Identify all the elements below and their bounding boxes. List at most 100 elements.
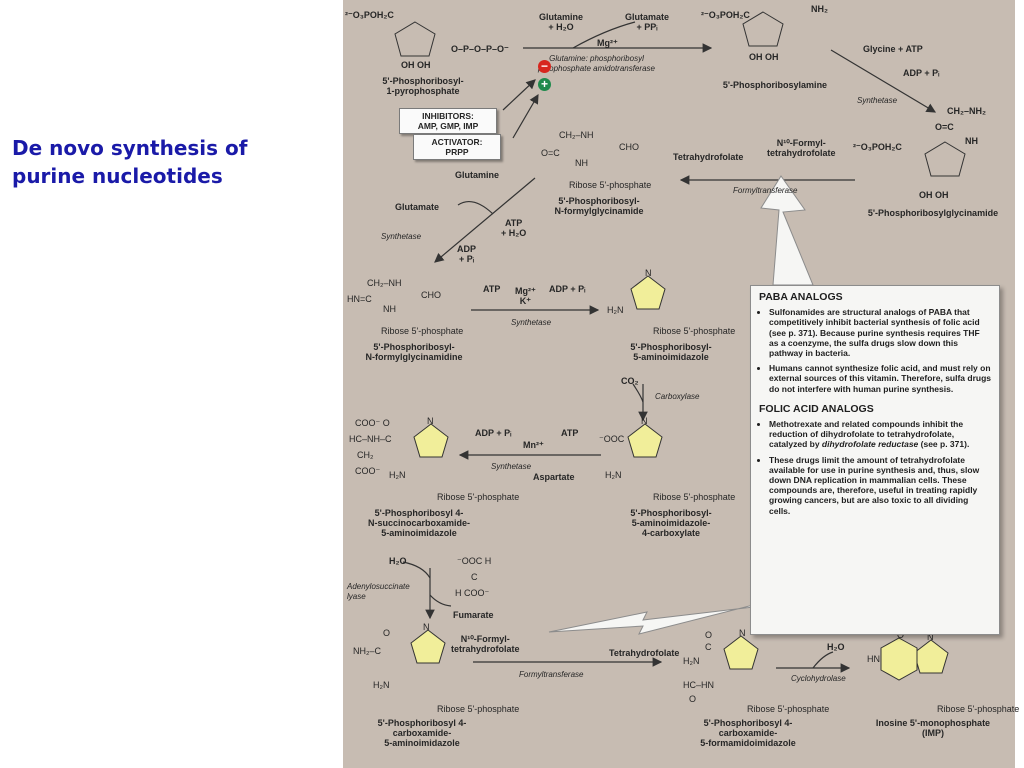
inhibitors-label: INHIBITORS:	[422, 111, 474, 121]
faicar-amide: H₂N	[683, 656, 700, 666]
step3-cofactor-out: Tetrahydrofolate	[673, 152, 744, 162]
fgar-name: 5'-Phosphoribosyl- N-formylglycinamide	[554, 196, 644, 216]
faicar-n: N	[739, 628, 746, 638]
pra-phosphate-group: ²⁻O₃POH₂C	[701, 10, 750, 20]
fgam-group: CH₂–NH	[367, 278, 402, 288]
imp-n: N	[927, 632, 934, 642]
cair-amine: H₂N	[605, 470, 622, 480]
paba-bullet-2: Humans cannot synthesize folic acid, and…	[769, 363, 991, 394]
inhibitors-list: AMP, GMP, IMP	[417, 121, 479, 131]
pathway-figure: ²⁻O₃POH₂C O–P–O–P–O⁻ OH OH 5'-Phosphorib…	[343, 0, 1019, 768]
pra-hydroxyls: OH OH	[749, 52, 779, 62]
step9-enzyme: Formyltransferase	[519, 670, 584, 679]
step2-reactant: Glycine + ATP	[863, 44, 923, 54]
saicar-coo-top: COO⁻ O	[355, 418, 390, 428]
aicar-n: N	[423, 622, 430, 632]
folic-acid-list: Methotrexate and related compounds inhib…	[759, 419, 991, 516]
step4-atp: ATP + H₂O	[501, 218, 527, 238]
step2-products: ADP + Pᵢ	[903, 68, 940, 78]
step1-reactant: Glutamine + H₂O	[539, 12, 584, 32]
gar-hydroxyls: OH OH	[919, 190, 949, 200]
faicar-carbonyl: C	[705, 642, 712, 652]
air-ribose: Ribose 5'-phosphate	[653, 326, 736, 336]
imp-hn: HN	[867, 654, 880, 664]
gar-name: 5'-Phosphoribosylglycinamide	[867, 208, 999, 218]
imp-name: Inosine 5'-monophosphate (IMP)	[875, 718, 991, 738]
fgam-hn: HN=C	[347, 294, 372, 304]
paba-list: Sulfonamides are structural analogs of P…	[759, 307, 991, 394]
imp-ribose: Ribose 5'-phosphate	[937, 704, 1020, 714]
gar-carbonyl: O=C	[935, 122, 954, 132]
step10-enzyme: Cyclohydrolase	[791, 674, 846, 683]
step3-enzyme: Formyltransferase	[733, 186, 798, 195]
step10-product-side: H₂O	[827, 642, 845, 652]
fgar-ribose: Ribose 5'-phosphate	[569, 180, 652, 190]
step4-reactant: Glutamine	[455, 170, 500, 180]
fumarate-mid: C	[471, 572, 478, 582]
fgam-ribose: Ribose 5'-phosphate	[381, 326, 464, 336]
faicar-ribose: Ribose 5'-phosphate	[747, 704, 830, 714]
step5-cofactor: Mg²⁺ K⁺	[515, 286, 536, 306]
saicar-ch2: CH₂	[357, 450, 374, 460]
inhibitors-box: INHIBITORS: AMP, GMP, IMP	[399, 108, 497, 134]
folic-bullet-2: These drugs limit the amount of tetrahyd…	[769, 455, 991, 516]
prpp-phosphate-group: ²⁻O₃POH₂C	[345, 10, 394, 20]
fgar-carbonyl: O=C	[541, 148, 560, 158]
slide-title-line1: De novo synthesis of	[12, 136, 248, 160]
slide-title: De novo synthesis of purine nucleotides	[12, 134, 312, 190]
step5-atp: ATP	[483, 284, 501, 294]
fgar-group: CH₂–NH	[559, 130, 594, 140]
step1-enzyme: Glutamine: phosphoribosyl pyrophosphate …	[538, 54, 655, 73]
step4-enzyme: Synthetase	[381, 232, 422, 241]
step1-cofactor: Mg²⁺	[597, 38, 618, 48]
fgam-cho: CHO	[421, 290, 441, 300]
activator-list: PRPP	[445, 147, 469, 157]
saicar-n: N	[427, 416, 434, 426]
imp-o: O	[897, 630, 905, 640]
fgar-cho: CHO	[619, 142, 639, 152]
cair-name: 5'-Phosphoribosyl- 5-aminoimidazole- 4-c…	[630, 508, 712, 538]
fgar-nh: NH	[575, 158, 588, 168]
drug-analogs-panel: PABA ANALOGS Sulfonamides are structural…	[750, 285, 1000, 635]
saicar-coo-bottom: COO⁻	[355, 466, 381, 476]
pra-name: 5'-Phosphoribosylamine	[722, 80, 828, 90]
step1-product-side: Glutamate + PPᵢ	[625, 12, 670, 32]
step7-products: ADP + Pᵢ	[475, 428, 512, 438]
step5-enzyme: Synthetase	[511, 318, 552, 327]
air-name: 5'-Phosphoribosyl- 5-aminoimidazole	[630, 342, 712, 362]
paba-bullet-1: Sulfonamides are structural analogs of P…	[769, 307, 991, 358]
step7-cofactor: Mn²⁺	[523, 440, 544, 450]
step5-products: ADP + Pᵢ	[549, 284, 586, 294]
prpp-name-line1: 5'-Phosphoribosyl-	[382, 76, 464, 86]
air-n: N	[645, 268, 652, 278]
fgam-name: 5'-Phosphoribosyl- N-formylglycinamidine	[365, 342, 463, 362]
step9-cofactor-in: N¹⁰-Formyl- tetrahydrofolate	[451, 634, 520, 654]
fumarate-bottom: H COO⁻	[455, 588, 490, 598]
aicar-name: 5'-Phosphoribosyl 4- carboxamide- 5-amin…	[377, 718, 467, 748]
step3-cofactor-in: N¹⁰-Formyl- tetrahydrofolate	[767, 138, 836, 158]
inhibitor-minus-icon: −	[538, 60, 551, 73]
step4-product-side: Glutamate	[395, 202, 440, 212]
slide-title-line2: purine nucleotides	[12, 164, 223, 188]
gar-phosphate-group: ²⁻O₃POH₂C	[853, 142, 902, 152]
gar-nh: NH	[965, 136, 978, 146]
paba-heading: PABA ANALOGS	[759, 291, 843, 303]
activator-box: ACTIVATOR: PRPP	[413, 134, 501, 160]
step4-adp: ADP + Pᵢ	[457, 244, 477, 264]
prpp-name-line2: 1-pyrophosphate	[386, 86, 460, 96]
step8-reactant: H₂O	[389, 556, 407, 566]
pra-amine: NH₂	[811, 4, 828, 14]
step6-reactant: CO₂	[621, 376, 639, 386]
cair-group: ⁻OOC	[599, 434, 625, 444]
step7-reactant: Aspartate	[533, 472, 575, 482]
air-amine: H₂N	[607, 305, 624, 315]
step8-enzyme: Adenylosuccinate lyase	[347, 582, 410, 601]
saicar-amine: H₂N	[389, 470, 406, 480]
activator-plus-icon: +	[538, 78, 551, 91]
step2-enzyme: Synthetase	[857, 96, 898, 105]
step8-product-side: Fumarate	[453, 610, 494, 620]
aicar-o: O	[383, 628, 391, 638]
activator-label: ACTIVATOR:	[431, 137, 483, 147]
step7-enzyme: Synthetase	[491, 462, 532, 471]
aicar-ribose: Ribose 5'-phosphate	[437, 704, 520, 714]
